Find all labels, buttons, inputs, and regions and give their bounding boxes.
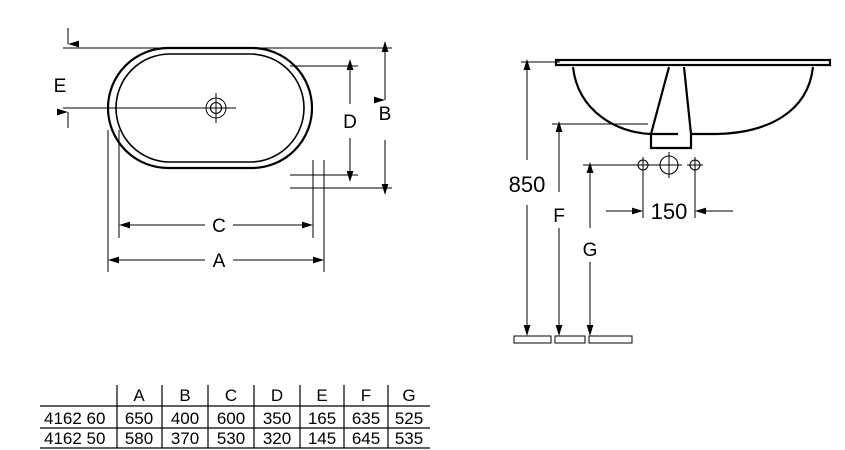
- dimension-F: F: [552, 121, 648, 336]
- tap-hole-right: [687, 157, 703, 173]
- tap-hole-left: [635, 157, 651, 173]
- table-header-E: E: [316, 386, 327, 405]
- dimension-label-D: D: [343, 112, 357, 133]
- dimension-label-E: E: [54, 76, 67, 97]
- dimension-label-F: F: [553, 206, 565, 227]
- dimension-label-G: G: [583, 240, 598, 261]
- table-header-C: C: [225, 386, 237, 405]
- table-header-B: B: [179, 386, 190, 405]
- dimension-G: G: [583, 162, 660, 336]
- dimension-label-A: A: [213, 251, 226, 272]
- bowl-profile: [571, 66, 815, 136]
- table-cell-0-B: 400: [171, 409, 199, 428]
- plan-view: E B D: [54, 28, 392, 272]
- table-row: 4162 60 650 400 600 350 165 635 525: [44, 409, 423, 428]
- table-cell-0-F: 635: [352, 409, 380, 428]
- table-header-D: D: [271, 386, 283, 405]
- inner-bowl-outline: [115, 53, 305, 163]
- table-cell-1-G: 535: [395, 429, 423, 448]
- table-cell-0-G: 525: [395, 409, 423, 428]
- dimension-150: 150: [606, 171, 733, 224]
- table-row-model-0: 4162 60: [44, 409, 105, 428]
- dimension-A: A: [107, 130, 325, 272]
- table-header-F: F: [361, 386, 371, 405]
- dimension-B: B: [290, 41, 392, 195]
- table-row-model-1: 4162 50: [44, 429, 105, 448]
- table-cell-0-E: 165: [308, 409, 336, 428]
- dimension-label-C: C: [212, 216, 226, 237]
- table-cell-1-C: 530: [217, 429, 245, 448]
- counter-top-line: [554, 58, 832, 67]
- dimension-C: C: [118, 130, 314, 238]
- table-cell-0-D: 350: [263, 409, 291, 428]
- dimension-table: A B C D E F G 4162 60 650 400 600 350 16…: [40, 385, 430, 449]
- elevation-view: 850 F G: [509, 58, 832, 344]
- tap-hole-center: [656, 152, 682, 178]
- table-cell-1-D: 320: [263, 429, 291, 448]
- table-row: 4162 50 580 370 530 320 145 645 535: [44, 429, 423, 448]
- table-cell-1-E: 145: [308, 429, 336, 448]
- dimension-label-B: B: [379, 104, 392, 125]
- dimension-850: 850: [509, 59, 560, 336]
- table-cell-0-C: 600: [217, 409, 245, 428]
- table-header-G: G: [402, 386, 415, 405]
- drain-hole: [196, 93, 236, 123]
- floor-line: [513, 335, 633, 344]
- outer-rim-outline: [106, 46, 314, 170]
- dimension-label-150: 150: [651, 199, 688, 224]
- table-cell-1-A: 580: [125, 429, 153, 448]
- table-cell-1-B: 370: [171, 429, 199, 448]
- dimension-E: E: [54, 28, 300, 128]
- table-header-A: A: [133, 386, 145, 405]
- dimension-label-850: 850: [509, 172, 546, 197]
- table-cell-1-F: 645: [352, 429, 380, 448]
- drain-stem: [649, 66, 693, 150]
- table-cell-0-A: 650: [125, 409, 153, 428]
